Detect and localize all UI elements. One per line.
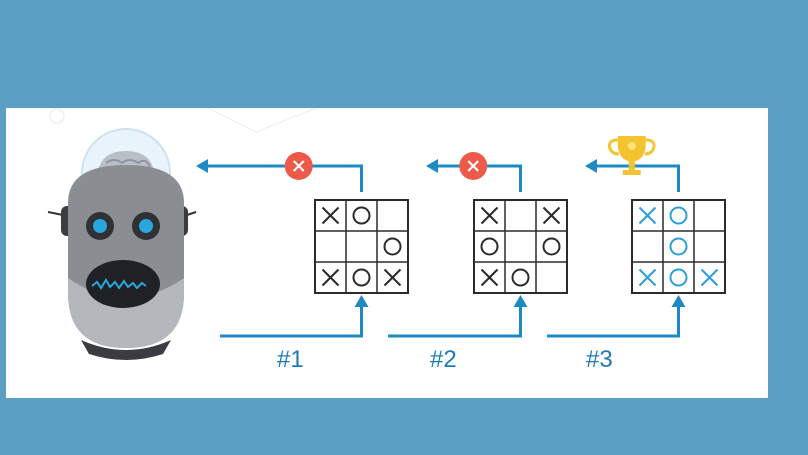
- x-mark: [321, 268, 340, 287]
- board-2: [473, 199, 568, 294]
- x-mark: [700, 268, 719, 287]
- x-mark: [638, 268, 657, 287]
- attempt-label-3: #3: [586, 346, 613, 373]
- x-mark: [383, 268, 402, 287]
- input-arrow-1: [220, 305, 363, 338]
- arrowhead: [426, 159, 438, 173]
- arrowhead: [354, 295, 369, 307]
- feedback-arrow-3: [595, 164, 680, 192]
- arrowhead: [513, 295, 528, 307]
- x-circle-icon: [284, 152, 313, 180]
- arrowhead: [196, 159, 208, 173]
- attempt-label-1: #1: [277, 346, 304, 373]
- o-mark: [352, 206, 371, 225]
- input-arrow-2: [388, 305, 522, 338]
- o-mark: [383, 237, 402, 256]
- x-circle-icon: [459, 152, 488, 180]
- o-mark: [352, 268, 371, 287]
- board-1: [314, 199, 409, 294]
- tic-tac-toe-boards: [314, 199, 726, 294]
- o-mark: [669, 206, 688, 225]
- x-mark: [480, 268, 499, 287]
- x-mark: [542, 206, 561, 225]
- o-mark: [669, 237, 688, 256]
- x-mark: [480, 206, 499, 225]
- o-mark: [480, 237, 499, 256]
- arrowhead: [585, 159, 597, 173]
- o-mark: [542, 237, 561, 256]
- o-mark: [511, 268, 530, 287]
- diagram-panel: #1 #2 #3: [6, 108, 768, 398]
- attempt-label-2: #2: [430, 346, 457, 373]
- arrowhead: [671, 295, 686, 307]
- diagram-canvas: [47, 108, 726, 360]
- x-mark: [321, 206, 340, 225]
- robot-icon: [47, 128, 197, 360]
- background-decoration: [49, 108, 317, 133]
- trophy-icon: [607, 136, 656, 175]
- board-3: [631, 199, 726, 294]
- o-mark: [669, 268, 688, 287]
- result-badges: [284, 136, 656, 180]
- feedback-arrow-1: [206, 164, 363, 192]
- x-mark: [638, 206, 657, 225]
- flow-arrows: [196, 159, 686, 338]
- input-arrow-3: [547, 305, 680, 338]
